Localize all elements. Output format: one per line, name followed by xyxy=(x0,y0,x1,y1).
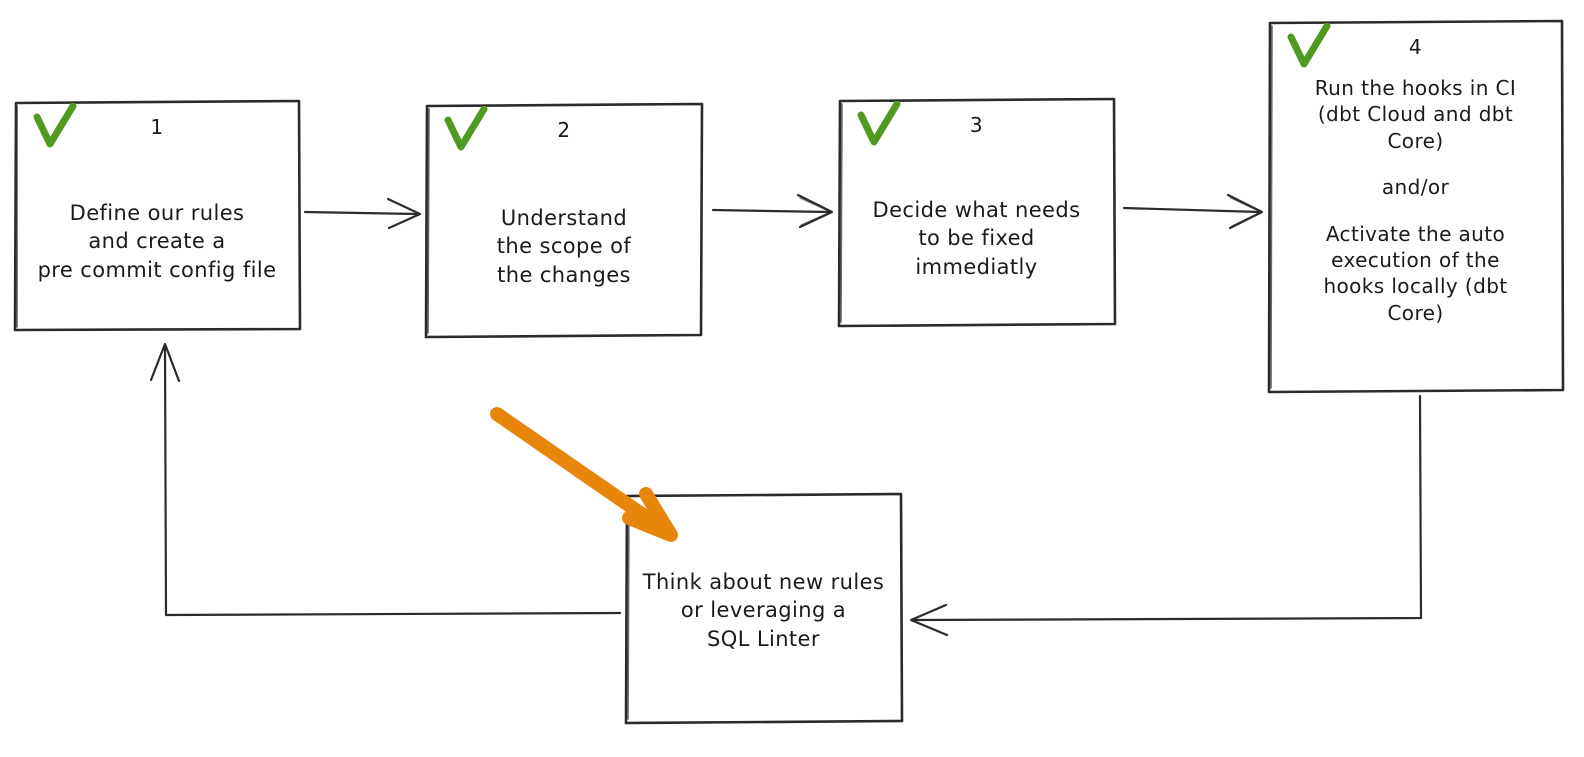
node-1-text: Define our rules and create a pre commit… xyxy=(37,200,277,282)
node-4-text-local: Activate the auto execution of the hooks… xyxy=(1323,221,1508,325)
node-4-text-ci: Run the hooks in CI (dbt Cloud and dbt C… xyxy=(1314,76,1517,153)
node-2-header: 2 xyxy=(425,104,703,156)
node-1-body: Define our rules and create a pre commit… xyxy=(14,153,300,330)
node-2-body: Understand the scope of the changes xyxy=(425,156,703,337)
node-step-3[interactable]: 3 Decide what needs to be fixed immediat… xyxy=(838,99,1115,326)
node-step-4[interactable]: 4 Run the hooks in CI (dbt Cloud and dbt… xyxy=(1268,21,1563,392)
node-2-text: Understand the scope of the changes xyxy=(496,205,632,287)
node-step-2[interactable]: 2 Understand the scope of the changes xyxy=(425,104,703,337)
node-step-new-rules[interactable]: Think about new rules or leveraging a SQ… xyxy=(625,494,902,723)
node-1-header: 1 xyxy=(14,101,300,153)
node-1-number: 1 xyxy=(150,115,164,139)
edge-5-1 xyxy=(149,342,622,617)
node-5-body: Think about new rules or leveraging a SQ… xyxy=(625,546,902,723)
node-4-header: 4 xyxy=(1268,21,1563,73)
edge-3-4 xyxy=(1122,193,1264,230)
green-check-icon xyxy=(33,103,77,148)
node-5-border xyxy=(624,492,904,725)
node-3-body: Decide what needs to be fixed immediatly xyxy=(838,151,1115,326)
node-1-border xyxy=(13,99,302,332)
node-3-text: Decide what needs to be fixed immediatly xyxy=(872,197,1081,279)
node-4-body: Run the hooks in CI (dbt Cloud and dbt C… xyxy=(1268,73,1563,392)
edge-2-3 xyxy=(711,193,834,229)
edge-1-2 xyxy=(303,197,422,230)
node-3-number: 3 xyxy=(969,113,984,137)
node-step-1[interactable]: 1 Define our rules and create a pre comm… xyxy=(14,101,300,330)
node-3-border xyxy=(837,97,1117,328)
edge-4-5 xyxy=(909,394,1423,637)
orange-arrow-annotation xyxy=(490,407,678,542)
node-4-text-andor: and/or xyxy=(1381,175,1450,200)
node-4-number: 4 xyxy=(1408,35,1423,59)
green-check-icon xyxy=(444,106,488,151)
green-check-icon xyxy=(857,101,901,146)
node-3-header: 3 xyxy=(838,99,1115,151)
node-5-header xyxy=(625,494,902,546)
node-2-number: 2 xyxy=(557,118,571,142)
node-2-border xyxy=(424,102,704,339)
node-4-border xyxy=(1267,19,1565,394)
node-5-text: Think about new rules or leveraging a SQ… xyxy=(642,570,885,651)
green-check-icon xyxy=(1287,23,1331,68)
